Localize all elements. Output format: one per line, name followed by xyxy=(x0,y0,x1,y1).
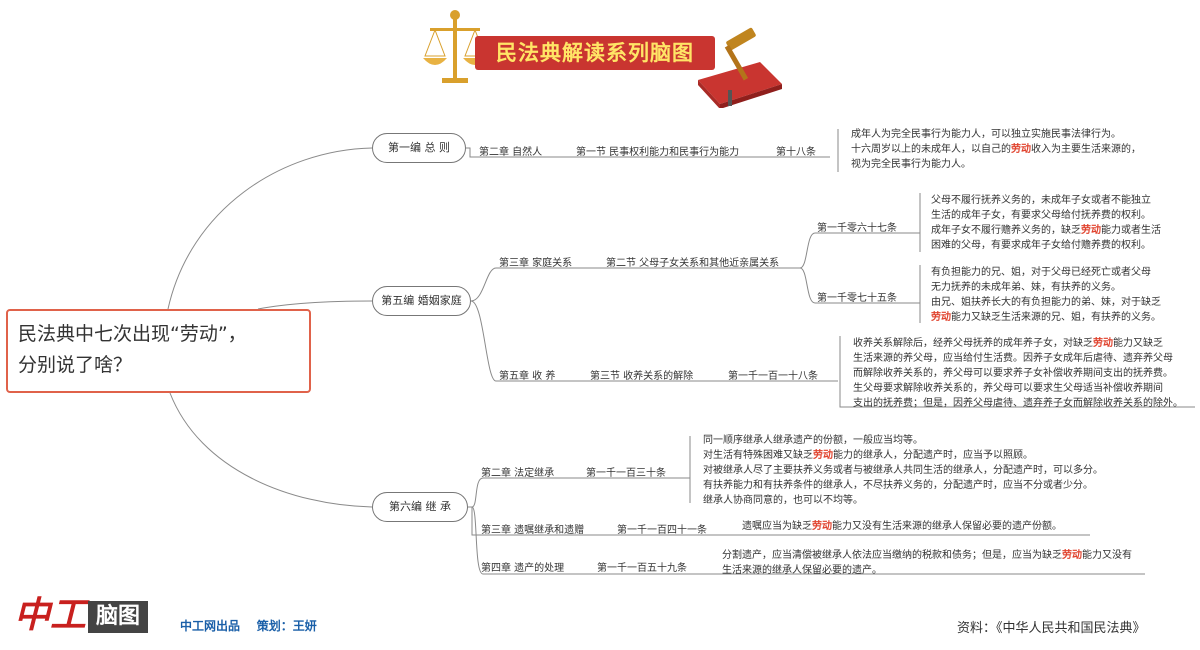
keyword-highlight: 劳动 xyxy=(813,450,833,461)
text-line: 分割遗产，应当清偿被继承人依法应当缴纳的税款和债务；但是，应当为缺乏劳动能力又没… xyxy=(722,550,1132,561)
section-label: 第二节 父母子女关系和其他近亲属关系 xyxy=(606,258,780,269)
connector-b6-a xyxy=(471,477,690,508)
article-label: 第一千一百四十一条 xyxy=(617,525,707,536)
chapter-label: 第二章 法定继承 xyxy=(481,468,555,479)
text-line: 父母不履行抚养义务的，未成年子女或者不能独立 xyxy=(931,195,1151,206)
chapter-label: 第四章 遗产的处理 xyxy=(481,563,565,574)
text-line: 有负担能力的兄、姐，对于父母已经死亡或者父母 xyxy=(931,267,1151,278)
article-label: 第十八条 xyxy=(776,147,816,158)
topic-book-1[interactable]: 第一编 总 则 xyxy=(372,133,466,163)
keyword-highlight: 劳动 xyxy=(1062,550,1082,561)
keyword-highlight: 劳动 xyxy=(1081,225,1101,236)
section-label: 第三节 收养关系的解除 xyxy=(590,371,694,382)
brand-logo-box: 脑图 xyxy=(88,601,148,633)
article-text: 父母不履行抚养义务的，未成年子女或者不能独立生活的成年子女，有要求父母给付抚养费… xyxy=(931,193,1161,253)
connector-root-b5 xyxy=(257,300,373,310)
connector-b6-c xyxy=(471,506,1145,575)
text-line: 遗嘱应当为缺乏劳动能力又没有生活来源的继承人保留必要的遗产份额。 xyxy=(742,521,1062,532)
root-line-2: 分别说了啥？ xyxy=(18,354,133,376)
text-line: 无力抚养的未成年弟、妹，有扶养的义务。 xyxy=(931,282,1121,293)
keyword-highlight: 劳动 xyxy=(812,521,832,532)
article-text: 成年人为完全民事行为能力人，可以独立实施民事法律行为。十六周岁以上的未成年人，以… xyxy=(851,127,1141,172)
article-label: 第一千零六十七条 xyxy=(817,223,897,234)
text-line: 成年子女不履行赡养义务的，缺乏劳动能力或者生活 xyxy=(931,225,1161,236)
text-line: 十六周岁以上的未成年人，以自己的劳动收入为主要生活来源的， xyxy=(851,144,1141,155)
article-label: 第一千一百三十条 xyxy=(586,468,666,479)
text-line: 有扶养能力和有扶养条件的继承人，不尽扶养义务的，分配遗产时，应当不分或者少分。 xyxy=(703,480,1093,491)
text-line: 而解除收养关系的，养父母可以要求养子女补偿收养期间支出的抚养费。 xyxy=(853,368,1173,379)
connector-b1 xyxy=(466,147,830,158)
article-label: 第一千一百五十九条 xyxy=(597,563,687,574)
chapter-label: 第三章 遗嘱继承和遗赠 xyxy=(481,525,585,536)
text-line: 成年人为完全民事行为能力人，可以独立实施民事法律行为。 xyxy=(851,129,1121,140)
text-line: 继承人协商同意的，也可以不均等。 xyxy=(703,495,863,506)
topic-book-5[interactable]: 第五编 婚姻家庭 xyxy=(372,286,471,316)
text-line: 劳动能力又缺乏生活来源的兄、姐，有扶养的义务。 xyxy=(931,312,1161,323)
section-label: 第一节 民事权利能力和民事行为能力 xyxy=(576,147,740,158)
article-text: 分割遗产，应当清偿被继承人依法应当缴纳的税款和债务；但是，应当为缺乏劳动能力又没… xyxy=(722,548,1132,578)
text-line: 对生活有特殊困难又缺乏劳动能力的继承人，分配遗产时，应当予以照顾。 xyxy=(703,450,1033,461)
text-line: 困难的父母，有要求成年子女给付赡养费的权利。 xyxy=(931,240,1151,251)
text-line: 同一顺序继承人继承遗产的份额，一般应当均等。 xyxy=(703,435,923,446)
connector-b5-split1 xyxy=(799,232,920,269)
text-line: 生活的成年子女，有要求父母给付抚养费的权利。 xyxy=(931,210,1151,221)
connector-b5-split2 xyxy=(799,267,920,304)
article-label: 第一千一百一十八条 xyxy=(728,371,818,382)
connector-b6-b xyxy=(471,507,1090,536)
text-line: 生活来源的养父母，应当给付生活费。因养子女成年后虐待、遗弃养父母 xyxy=(853,353,1173,364)
keyword-highlight: 劳动 xyxy=(1093,338,1113,349)
article-text: 遗嘱应当为缺乏劳动能力又没有生活来源的继承人保留必要的遗产份额。 xyxy=(742,519,1062,534)
keyword-highlight: 劳动 xyxy=(1011,144,1031,155)
connector-root-b6 xyxy=(169,392,373,508)
chapter-label: 第五章 收 养 xyxy=(499,371,556,382)
chapter-label: 第二章 自然人 xyxy=(479,147,543,158)
article-label: 第一千零七十五条 xyxy=(817,293,897,304)
source-line: 资料：《中华人民共和国民法典》 xyxy=(957,621,1146,636)
connector-b5-up xyxy=(470,267,800,302)
connector-b5-down xyxy=(470,300,838,382)
text-line: 由兄、姐扶养长大的有负担能力的弟、妹，对于缺乏 xyxy=(931,297,1161,308)
text-line: 生活来源的继承人保留必要的遗产。 xyxy=(722,565,882,576)
brand-logo-glyphs: 中工 xyxy=(14,595,87,636)
connector-root-b1 xyxy=(167,147,373,310)
connector-b5-note3 xyxy=(839,336,1195,408)
chapter-label: 第三章 家庭关系 xyxy=(499,258,573,269)
root-line-1: 民法典中七次出现“劳动”， xyxy=(18,323,247,345)
article-text: 有负担能力的兄、姐，对于父母已经死亡或者父母无力抚养的未成年弟、妹，有扶养的义务… xyxy=(931,265,1161,325)
root-topic: 民法典中七次出现“劳动”， 分别说了啥？ xyxy=(6,309,311,393)
page-title: 民法典解读系列脑图 xyxy=(475,36,715,70)
text-line: 收养关系解除后，经养父母抚养的成年养子女，对缺乏劳动能力又缺乏 xyxy=(853,338,1163,349)
article-text: 收养关系解除后，经养父母抚养的成年养子女，对缺乏劳动能力又缺乏生活来源的养父母，… xyxy=(853,336,1183,411)
keyword-highlight: 劳动 xyxy=(931,312,951,323)
credit-line: 中工网出品 策划：王妍 xyxy=(180,619,317,633)
article-text: 同一顺序继承人继承遗产的份额，一般应当均等。对生活有特殊困难又缺乏劳动能力的继承… xyxy=(703,433,1103,508)
text-line: 生父母要求解除收养关系的，养父母可以要求生父母适当补偿收养期间 xyxy=(853,383,1163,394)
text-line: 支出的抚养费；但是，因养父母虐待、遗弃养子女而解除收养关系的除外。 xyxy=(853,398,1183,409)
topic-book-6[interactable]: 第六编 继 承 xyxy=(372,492,468,522)
text-line: 视为完全民事行为能力人。 xyxy=(851,159,971,170)
gavel-book-icon xyxy=(698,27,782,108)
text-line: 对被继承人尽了主要扶养义务或者与被继承人共同生活的继承人，分配遗产时，可以多分。 xyxy=(703,465,1103,476)
